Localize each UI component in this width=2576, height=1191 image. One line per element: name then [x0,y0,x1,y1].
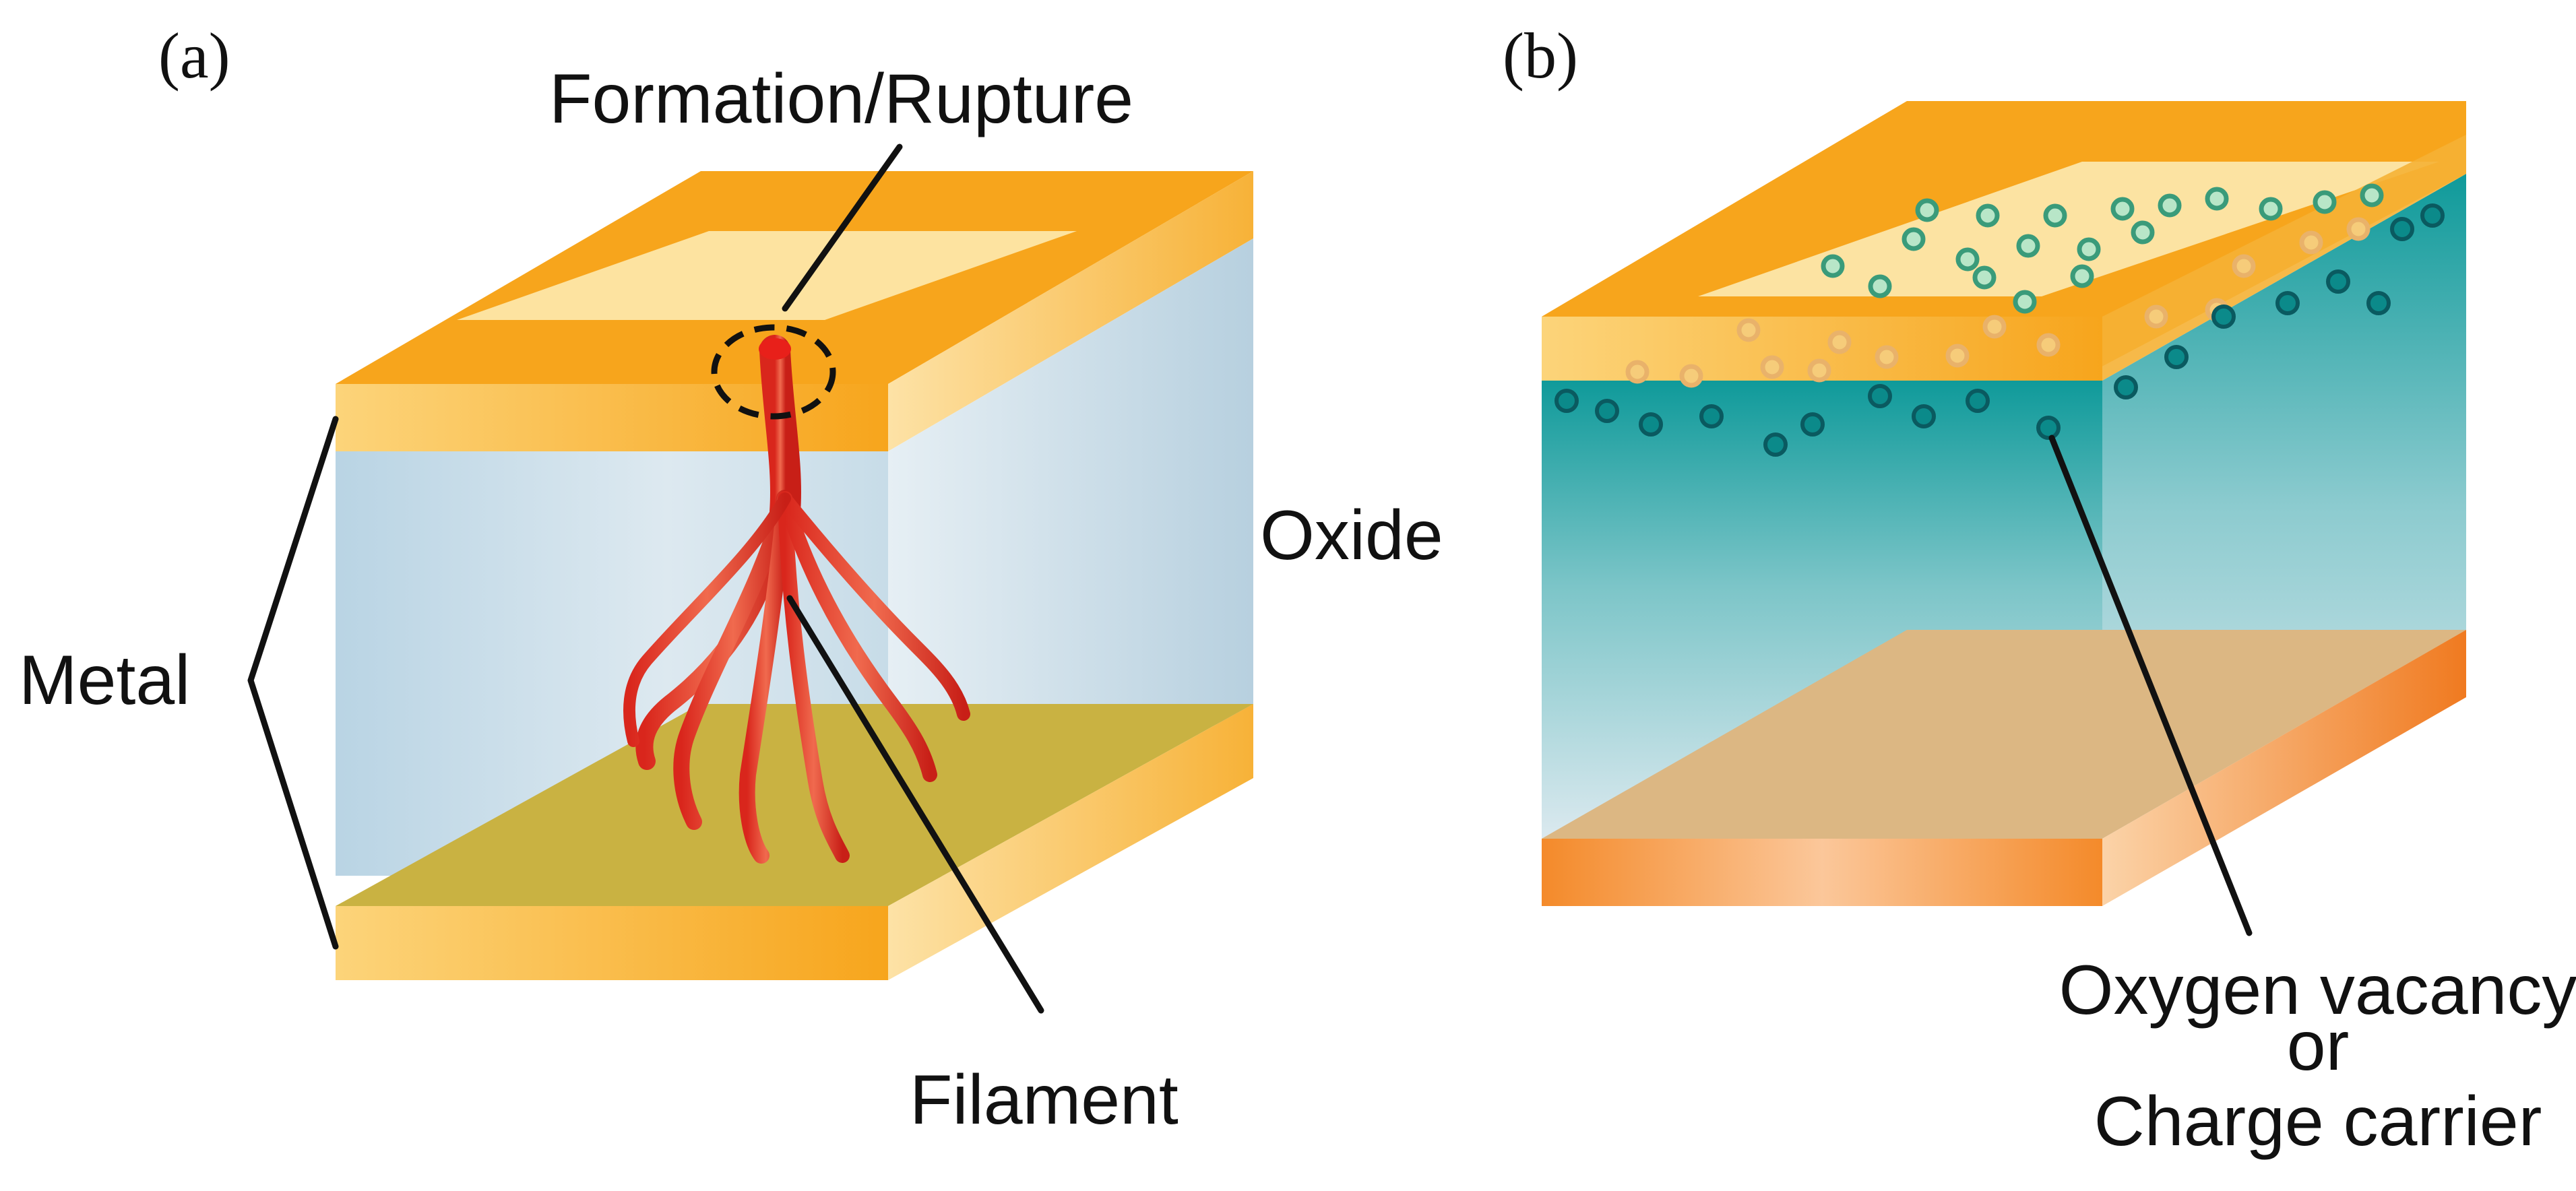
panel-a: (a) [19,20,1443,1139]
panel-a-tag: (a) [158,20,230,92]
vacancy-label-line3: Charge carrier [2094,1083,2542,1161]
carriers-faded [1625,217,2370,388]
filament [623,335,970,864]
panel-b: (b) [1503,20,2576,1161]
formation-rupture-label: Formation/Rupture [549,60,1133,138]
filament-leader [786,595,1044,1014]
formation-rupture-circle [711,324,836,420]
carriers-top [1821,183,2384,314]
formation-leader [782,143,903,312]
panel-b-tag: (b) [1503,20,1578,92]
metal-bracket [247,416,339,950]
top-electrode-a [336,171,1253,451]
filament-label: Filament [910,1061,1179,1139]
vacancy-leader [2048,434,2253,936]
metal-label: Metal [19,641,190,719]
carriers [1554,183,2445,457]
filament-tip [759,338,791,360]
vacancy-label-line1: Oxygen vacancy [2059,951,2576,1029]
vacancy-label-line2: or [2287,1007,2349,1085]
bottom-electrode-b [1542,630,2466,906]
carriers-oxide [1554,203,2445,457]
oxide-label: Oxide [1260,496,1443,575]
